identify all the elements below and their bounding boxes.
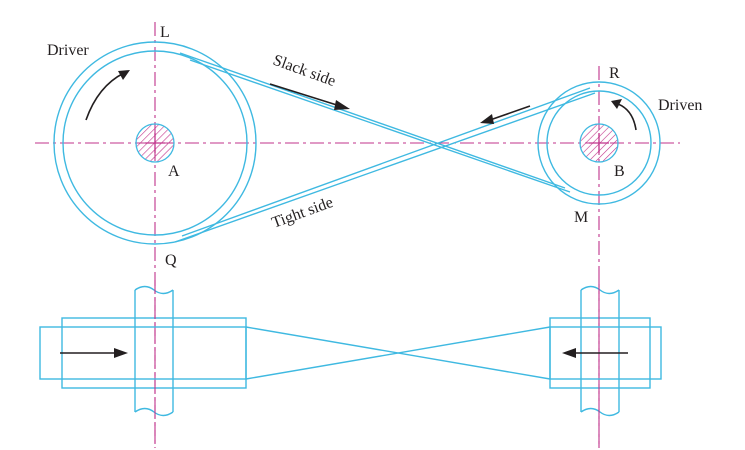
centerlines-side-view <box>154 280 600 448</box>
driven-rotation-arrow <box>611 99 637 131</box>
driver-side-arrow <box>60 348 128 358</box>
point-q-label: Q <box>165 252 177 269</box>
point-l-label: L <box>160 24 170 41</box>
driver-pulley <box>53 41 257 245</box>
tight-side-label: Tight side <box>270 194 336 232</box>
driver-rotation-arrow <box>85 70 130 121</box>
driven-side-arrow <box>562 348 628 358</box>
crossed-belt-side <box>245 326 551 380</box>
driver-label: Driver <box>47 42 89 59</box>
point-r-label: R <box>609 65 620 82</box>
driven-shaft-side <box>580 285 620 417</box>
slack-side-arrow <box>269 83 350 110</box>
center-a-label: A <box>168 163 180 180</box>
driven-pulley-side <box>549 317 662 389</box>
point-m-label: M <box>574 209 588 226</box>
slack-side-label: Slack side <box>271 52 338 90</box>
driven-label: Driven <box>658 97 702 114</box>
driven-pulley <box>537 81 661 205</box>
driver-shaft-side <box>134 285 174 417</box>
tight-side-arrow <box>480 105 531 124</box>
center-b-label: B <box>614 163 625 180</box>
centerlines-top-view <box>35 22 680 448</box>
crossed-belt-top <box>174 52 596 243</box>
